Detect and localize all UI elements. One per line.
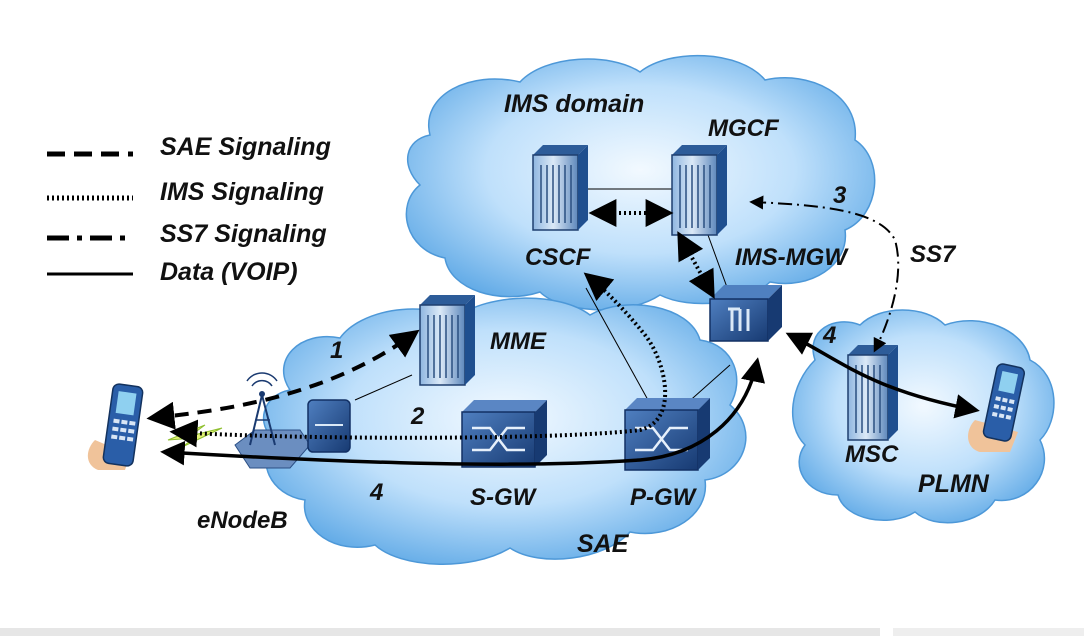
sae-label: SAE <box>577 530 630 558</box>
msc-label: MSC <box>845 441 899 468</box>
ims-domain-label: IMS domain <box>504 90 644 118</box>
legend-ss7-label: SS7 Signaling <box>160 220 327 248</box>
ims-signaling-mgcf-mgw <box>677 231 715 299</box>
ss7-label: SS7 <box>910 241 957 268</box>
p-gw-label: P-GW <box>630 484 698 511</box>
msc-server <box>847 345 898 441</box>
voip-data-flow-right <box>785 332 980 419</box>
bottom-bar <box>0 628 880 636</box>
legend-data-label: Data (VOIP) <box>160 258 298 286</box>
enodeb-label: eNodeB <box>197 507 288 534</box>
left-phone-icon <box>87 383 144 470</box>
mme-server <box>419 295 475 386</box>
ims-mgw-label: IMS-MGW <box>735 244 849 271</box>
step-4-right-label: 4 <box>822 322 836 349</box>
step-2-label: 2 <box>410 403 425 430</box>
s-gw-label: S-GW <box>470 484 538 511</box>
mgcf-label: MGCF <box>708 115 780 142</box>
voip-data-flow-left <box>160 357 766 466</box>
right-phone-icon <box>968 363 1026 452</box>
cscf-server <box>532 145 588 231</box>
ss7-signaling-flow <box>749 195 900 353</box>
cscf-label: CSCF <box>525 244 592 271</box>
mgcf-server <box>671 145 727 236</box>
legend: SAE Signaling IMS Signaling SS7 Signalin… <box>47 133 331 286</box>
plmn-label: PLMN <box>918 470 990 498</box>
ims-mgw-device <box>709 285 782 342</box>
legend-sae-label: SAE Signaling <box>160 133 331 161</box>
s-gw-device <box>461 400 547 468</box>
step-3-label: 3 <box>833 182 847 209</box>
step-1-label: 1 <box>330 337 343 364</box>
mme-label: MME <box>490 328 547 355</box>
bottom-bar-right <box>893 628 1084 636</box>
legend-ims-label: IMS Signaling <box>160 178 324 206</box>
step-4-left-label: 4 <box>369 479 383 506</box>
